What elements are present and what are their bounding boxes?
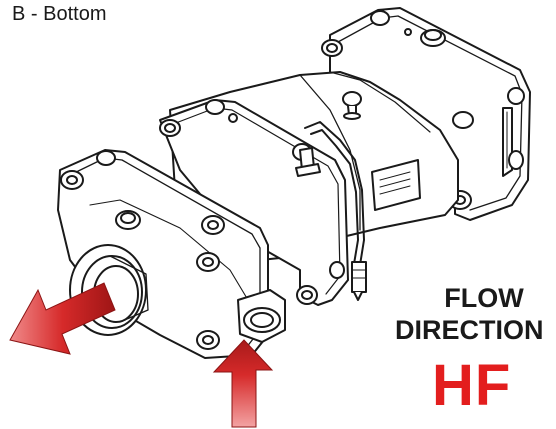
- bypass-pipe: [304, 121, 367, 301]
- view-label: B - Bottom: [12, 3, 107, 25]
- flow-label-line1: FLOW: [444, 283, 524, 313]
- inlet-flow-arrow: [212, 339, 274, 428]
- flow-label-line2: DIRECTION: [395, 315, 544, 345]
- fittings: [228, 113, 321, 177]
- rear-end-cover: [321, 7, 531, 221]
- flow-direction-label: FLOW DIRECTION: [395, 282, 555, 346]
- outlet-flow-arrow: [9, 282, 116, 355]
- flow-code: HF: [432, 353, 512, 418]
- front-end-cover: [57, 149, 269, 359]
- inlet-port: [237, 289, 286, 343]
